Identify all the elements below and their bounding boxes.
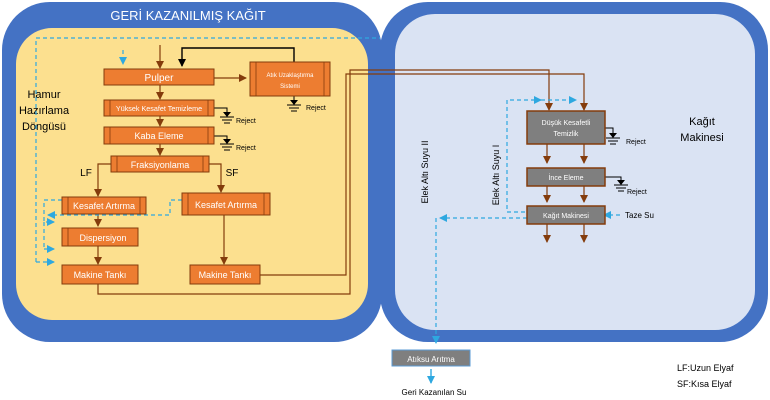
reject-label-ld-cleaning: Reject bbox=[626, 139, 646, 146]
wastewater-treatment-label: Atıksu Arıtma bbox=[407, 355, 455, 364]
low-density-cleaning-box: Düşük Kesafetli Temizlik bbox=[526, 110, 606, 145]
thickening-sf-box: Kesafet Artırma bbox=[181, 192, 271, 216]
recovered-water-label: Geri Kazanılan Su bbox=[402, 388, 467, 397]
fine-screening-label: İnce Eleme bbox=[548, 173, 583, 182]
stock-prep-label-line3: Döngüsü bbox=[22, 121, 66, 133]
coarse-screening-box: Kaba Eleme bbox=[103, 126, 215, 145]
coarse-screening-label: Kaba Eleme bbox=[134, 131, 183, 141]
reject-return-lines bbox=[178, 47, 295, 67]
fractionation-label: Fraksiyonlama bbox=[131, 160, 190, 170]
machine-tank-lf-box: Makine Tankı bbox=[61, 264, 139, 285]
machine-tank-sf-box: Makine Tankı bbox=[189, 264, 261, 285]
white-water-1-label: Elek Altı Suyu I bbox=[491, 145, 501, 206]
paper-machine-label-line2: Makinesi bbox=[680, 132, 723, 144]
legend-lf: LF:Uzun Elyaf bbox=[677, 363, 734, 373]
waste-removal-box: Atık Uzaklaştırma Sistemi bbox=[249, 61, 331, 97]
reject-label-waste: Reject bbox=[306, 105, 326, 112]
paper-machine-box: Kağıt Makinesi bbox=[526, 205, 606, 225]
thickening-lf-label: Kesafet Artırma bbox=[73, 201, 135, 211]
thickening-lf-box: Kesafet Artırma bbox=[61, 196, 147, 215]
region-title: GERİ KAZANILMIŞ KAĞIT bbox=[110, 8, 265, 23]
legend-sf: SF:Kısa Elyaf bbox=[677, 379, 732, 389]
white-water-lines bbox=[35, 37, 620, 344]
paper-machine-label-line1: Kağıt bbox=[689, 116, 715, 128]
fine-screening-box: İnce Eleme bbox=[526, 167, 606, 187]
waste-removal-label-line2: Sistemi bbox=[280, 84, 300, 90]
fractionation-box: Fraksiyonlama bbox=[110, 155, 210, 173]
reject-label-hd-cleaning: Reject bbox=[236, 118, 256, 125]
low-density-cleaning-label-line1: Düşük Kesafetli bbox=[542, 120, 591, 127]
low-density-cleaning-label-line2: Temizlik bbox=[554, 131, 579, 138]
sf-label: SF bbox=[226, 168, 239, 179]
pulper-label: Pulper bbox=[145, 73, 175, 84]
reject-label-fine: Reject bbox=[627, 189, 647, 196]
fresh-water-label: Taze Su bbox=[625, 211, 654, 220]
paper-machine-label: Kağıt Makinesi bbox=[543, 213, 589, 220]
thickening-sf-label: Kesafet Artırma bbox=[195, 200, 257, 210]
fiber-flow-lines bbox=[94, 45, 588, 295]
pulper-box: Pulper bbox=[103, 68, 215, 86]
lf-label: LF bbox=[80, 168, 92, 179]
high-density-cleaning-label: Yüksek Kesafet Temizleme bbox=[116, 104, 202, 113]
high-density-cleaning-box: Yüksek Kesafet Temizleme bbox=[103, 99, 215, 117]
machine-tank-lf-label: Makine Tankı bbox=[74, 270, 127, 280]
white-water-2-label: Elek Altı Suyu II bbox=[420, 140, 430, 203]
waste-removal-label-line1: Atık Uzaklaştırma bbox=[266, 73, 314, 79]
dispersion-label: Dispersiyon bbox=[79, 233, 126, 243]
reject-arrowheads bbox=[223, 100, 625, 185]
stock-prep-label-line1: Hamur bbox=[27, 89, 60, 101]
reject-label-coarse: Reject bbox=[236, 145, 256, 152]
stock-prep-label-line2: Hazırlama bbox=[19, 105, 70, 117]
dispersion-box: Dispersiyon bbox=[61, 227, 139, 247]
wastewater-treatment-box: Atıksu Arıtma bbox=[391, 349, 471, 367]
machine-tank-sf-label: Makine Tankı bbox=[199, 270, 252, 280]
